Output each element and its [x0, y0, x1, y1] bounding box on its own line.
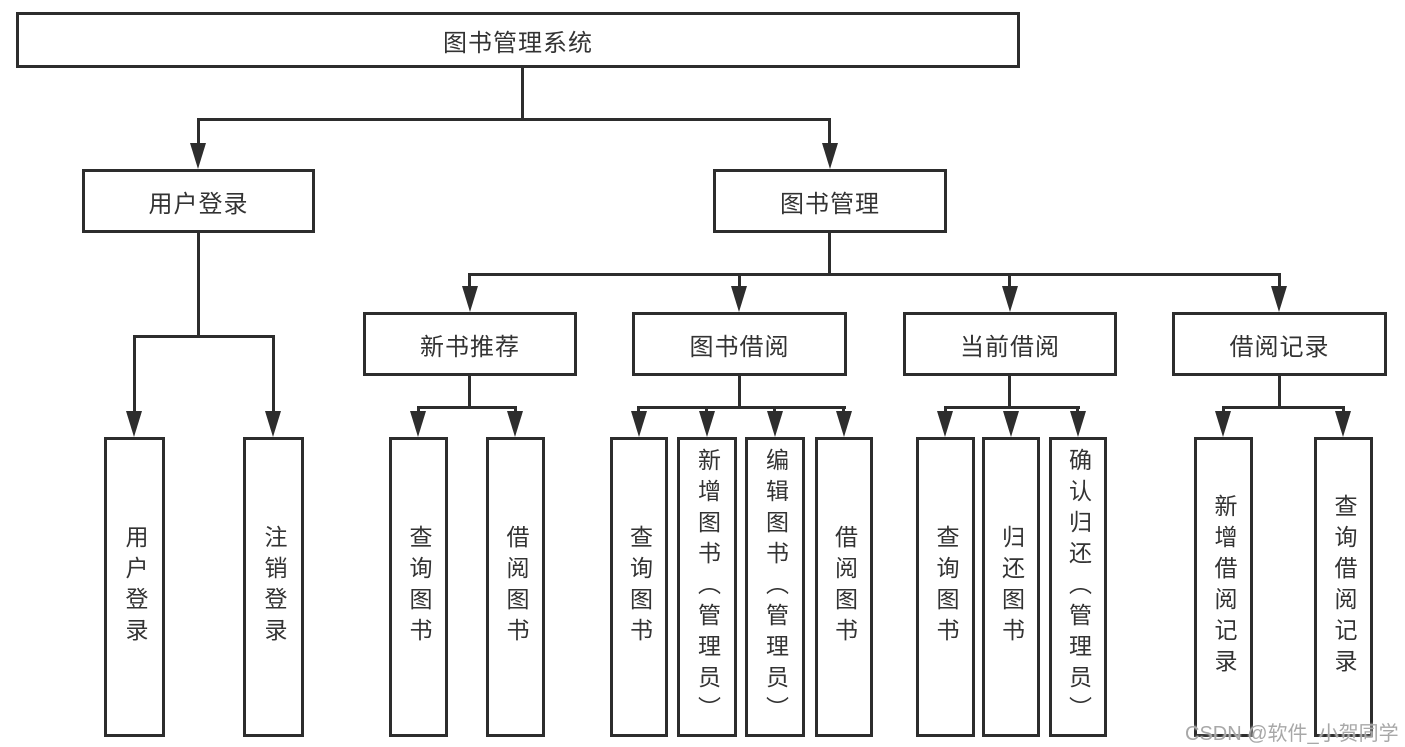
connector-stub — [944, 406, 947, 413]
node-user-login: 用户登录 — [82, 169, 315, 233]
node-borrow-records: 借阅记录 — [1172, 312, 1387, 376]
leaf-add-books-admin: 新增图书（管理员） — [677, 437, 737, 737]
connector-new-book-branch — [417, 406, 517, 409]
leaf-label: 归还图书 — [998, 525, 1025, 649]
leaf-borrow-books: 借阅图书 — [815, 437, 873, 737]
arrow-down-leaf — [937, 411, 953, 437]
leaf-label: 查询借阅记录 — [1331, 494, 1357, 680]
leaf-logout-label: 注销登录 — [261, 525, 287, 649]
leaf-label: 确认归还（管理员） — [1065, 447, 1092, 727]
leaf-label: 新增借阅记录 — [1211, 494, 1237, 680]
leaf-label: 借阅图书 — [503, 525, 529, 649]
connector-stub-leaf-logout — [272, 335, 275, 413]
connector-stub — [637, 406, 640, 413]
connector-user-login-trunk — [197, 230, 200, 338]
arrow-down-leaf — [836, 411, 852, 437]
arrow-down-book-management — [822, 143, 838, 169]
leaf-label: 借阅图书 — [831, 525, 858, 649]
leaf-borrow-books-recommend: 借阅图书 — [486, 437, 545, 737]
leaf-confirm-return-admin: 确认归还（管理员） — [1049, 437, 1107, 737]
leaf-user-login-label: 用户登录 — [122, 525, 148, 649]
connector-stub — [1222, 406, 1225, 413]
connector-stub — [705, 406, 708, 413]
arrow-down-user-login — [190, 143, 206, 169]
leaf-label: 查询图书 — [406, 525, 432, 649]
node-book-management-label: 图书管理 — [780, 190, 880, 218]
leaf-query-books-borrow: 查询图书 — [610, 437, 668, 737]
node-current-borrow: 当前借阅 — [903, 312, 1117, 376]
arrow-down-book-borrow — [731, 286, 747, 312]
arrow-down-leaf — [631, 411, 647, 437]
node-root-library-system: 图书管理系统 — [16, 12, 1020, 68]
leaf-label: 查询图书 — [626, 525, 653, 649]
connector-stub-user-login — [197, 118, 200, 146]
leaf-label: 编辑图书（管理员） — [762, 447, 789, 727]
arrow-down-leaf — [410, 411, 426, 437]
connector-stub — [842, 406, 845, 413]
leaf-query-books-recommend: 查询图书 — [389, 437, 448, 737]
connector-root-trunk — [521, 66, 524, 120]
connector-book-borrow-trunk — [738, 374, 741, 408]
node-book-borrow: 图书借阅 — [632, 312, 847, 376]
connector-stub-book-management — [828, 118, 831, 146]
connector-current-borrow-branch — [944, 406, 1080, 409]
arrow-down-leaf-logout — [265, 411, 281, 437]
connector-stub-book-borrow — [738, 273, 741, 289]
connector-stub — [417, 406, 420, 413]
arrow-down-leaf — [507, 411, 523, 437]
node-root-label: 图书管理系统 — [443, 29, 593, 57]
arrow-down-borrow-records — [1271, 286, 1287, 312]
connector-borrow-records-trunk — [1278, 374, 1281, 408]
leaf-user-login: 用户登录 — [104, 437, 165, 737]
node-book-management: 图书管理 — [713, 169, 947, 233]
node-new-book-recommend: 新书推荐 — [363, 312, 577, 376]
arrow-down-leaf — [1003, 411, 1019, 437]
arrow-down-leaf — [767, 411, 783, 437]
leaf-logout: 注销登录 — [243, 437, 304, 737]
node-borrow-records-label: 借阅记录 — [1229, 333, 1330, 361]
connector-stub-borrow-records — [1278, 273, 1281, 289]
arrow-down-leaf — [1070, 411, 1086, 437]
connector-level3-branch — [468, 273, 1281, 276]
arrow-down-leaf — [1335, 411, 1351, 437]
connector-stub — [514, 406, 517, 413]
connector-book-management-trunk — [828, 230, 831, 275]
connector-stub — [773, 406, 776, 413]
arrow-down-leaf — [1215, 411, 1231, 437]
connector-new-book-trunk — [468, 374, 471, 408]
connector-stub-new-book — [468, 273, 471, 289]
connector-borrow-records-branch — [1222, 406, 1345, 409]
connector-level2-branch — [197, 118, 831, 121]
connector-user-login-branch — [133, 335, 275, 338]
leaf-query-books-current: 查询图书 — [916, 437, 975, 737]
leaf-add-borrow-record: 新增借阅记录 — [1194, 437, 1253, 737]
csdn-watermark: CSDN @软件_小贺同学 — [1185, 723, 1399, 745]
arrow-down-leaf — [699, 411, 715, 437]
leaf-query-borrow-record: 查询借阅记录 — [1314, 437, 1373, 737]
node-new-book-recommend-label: 新书推荐 — [420, 333, 520, 361]
connector-stub-current-borrow — [1008, 273, 1011, 289]
leaf-label: 新增图书（管理员） — [694, 447, 721, 727]
connector-book-borrow-branch — [637, 406, 846, 409]
arrow-down-new-book — [462, 286, 478, 312]
connector-stub-leaf-login — [133, 335, 136, 413]
connector-current-borrow-trunk — [1008, 374, 1011, 408]
node-current-borrow-label: 当前借阅 — [960, 333, 1060, 361]
arrow-down-current-borrow — [1002, 286, 1018, 312]
node-book-borrow-label: 图书借阅 — [689, 333, 790, 361]
arrow-down-leaf-login — [126, 411, 142, 437]
leaf-return-books: 归还图书 — [982, 437, 1040, 737]
leaf-label: 查询图书 — [933, 525, 959, 649]
connector-stub — [1076, 406, 1079, 413]
leaf-edit-books-admin: 编辑图书（管理员） — [745, 437, 805, 737]
connector-stub — [1342, 406, 1345, 413]
node-user-login-label: 用户登录 — [148, 190, 249, 218]
